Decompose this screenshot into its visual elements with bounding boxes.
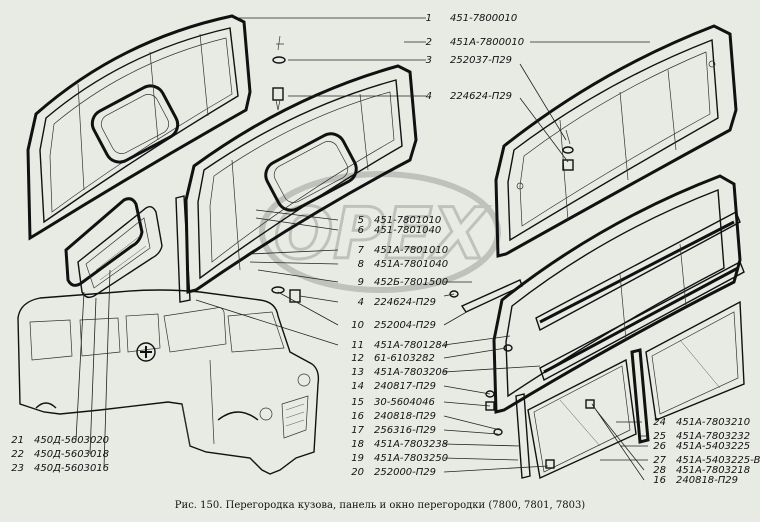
- callout-number: 17: [351, 425, 364, 436]
- callout-number: 7: [358, 245, 365, 256]
- vehicle-body: [17, 289, 320, 475]
- callout-part-number: 240818-П29: [676, 475, 738, 486]
- callout-part-number: 451А-7803218: [676, 465, 750, 476]
- callout-part-number: 451А-7801040: [374, 259, 448, 270]
- callout-number: 2: [426, 37, 432, 48]
- callout-part-number: 451А-7803250: [374, 453, 448, 464]
- callout-number: 16: [351, 411, 364, 422]
- callout-number: 12: [351, 353, 364, 364]
- callout-part-number: 451А-7801010: [374, 245, 448, 256]
- callout-number: 11: [351, 340, 364, 351]
- callout-part-number: 451-7801010: [374, 215, 441, 226]
- partition-panel-top-left: [26, 14, 252, 241]
- callout-part-number: 224624-П29: [450, 91, 512, 102]
- callout-number: 28: [653, 465, 666, 476]
- callout-part-number: 30-5604046: [374, 397, 435, 408]
- callout-number: 1: [426, 13, 432, 24]
- callout-part-number: 450Д-5603016: [34, 463, 109, 474]
- callout-part-number: 240817-П29: [374, 381, 436, 392]
- sliding-glass-panes: [515, 300, 745, 480]
- callout-part-number: 451А-7803232: [676, 431, 750, 442]
- callout-part-number: 451А-7803210: [676, 417, 750, 428]
- callout-part-number: 252000-П29: [374, 467, 436, 478]
- callout-number: 4: [426, 91, 432, 102]
- callout-number: 10: [351, 320, 364, 331]
- partition-panel-middle: [175, 64, 418, 303]
- callout-part-number: 240818-П29: [374, 411, 436, 422]
- callout-part-number: 451А-7801284: [374, 340, 448, 351]
- callout-part-number: 450Д-5603020: [34, 435, 109, 446]
- callout-part-number: 61-6103282: [374, 353, 435, 364]
- callout-number: 5: [358, 215, 364, 226]
- callout-number: 26: [653, 441, 666, 452]
- callout-part-number: 452Б-7801500: [374, 277, 448, 288]
- window-glass-seals: [64, 197, 163, 299]
- callout-number: 6: [358, 225, 364, 236]
- partition-panel-top-right: [494, 24, 738, 258]
- callout-number: 13: [351, 367, 364, 378]
- callout-number: 19: [351, 453, 364, 464]
- callout-part-number: 451-7800010: [450, 13, 517, 24]
- callout-number: 22: [11, 449, 24, 460]
- callout-part-number: 224624-П29: [374, 297, 436, 308]
- callout-number: 14: [351, 381, 364, 392]
- watermark-logo: OPEX: [259, 171, 501, 293]
- figure-caption: Рис. 150. Перегородка кузова, панель и о…: [175, 500, 586, 511]
- callout-number: 9: [358, 277, 364, 288]
- callout-number: 25: [653, 431, 666, 442]
- partition-panel-lower-right: [460, 174, 745, 414]
- callout-number: 27: [653, 455, 666, 466]
- callout-part-number: 450Д-5603018: [34, 449, 109, 460]
- callout-number: 4: [358, 297, 364, 308]
- svg-text:OPEX: OPEX: [274, 193, 490, 275]
- callout-part-number: 451А-5403225: [676, 441, 750, 452]
- callout-number: 24: [653, 417, 666, 428]
- callout-number: 18: [351, 439, 364, 450]
- callout-part-number: 252004-П29: [374, 320, 436, 331]
- callout-part-number: 252037-П29: [450, 55, 512, 66]
- callout-number: 16: [653, 475, 666, 486]
- callout-part-number: 451А-7803206: [374, 367, 448, 378]
- leader-lines: [75, 17, 650, 481]
- callout-part-number: 451А-7800010: [450, 37, 524, 48]
- callout-number: 20: [351, 467, 364, 478]
- callout-part-number: 451А-5403225-В: [676, 455, 760, 466]
- callout-number: 23: [11, 463, 24, 474]
- callout-part-number: 451-7801040: [374, 225, 441, 236]
- callout-number: 8: [358, 259, 364, 270]
- callout-number: 3: [426, 55, 432, 66]
- callout-number: 15: [351, 397, 364, 408]
- callout-number: 21: [11, 435, 24, 446]
- callout-part-number: 256316-П29: [374, 425, 436, 436]
- callout-part-number: 451А-7803238: [374, 439, 448, 450]
